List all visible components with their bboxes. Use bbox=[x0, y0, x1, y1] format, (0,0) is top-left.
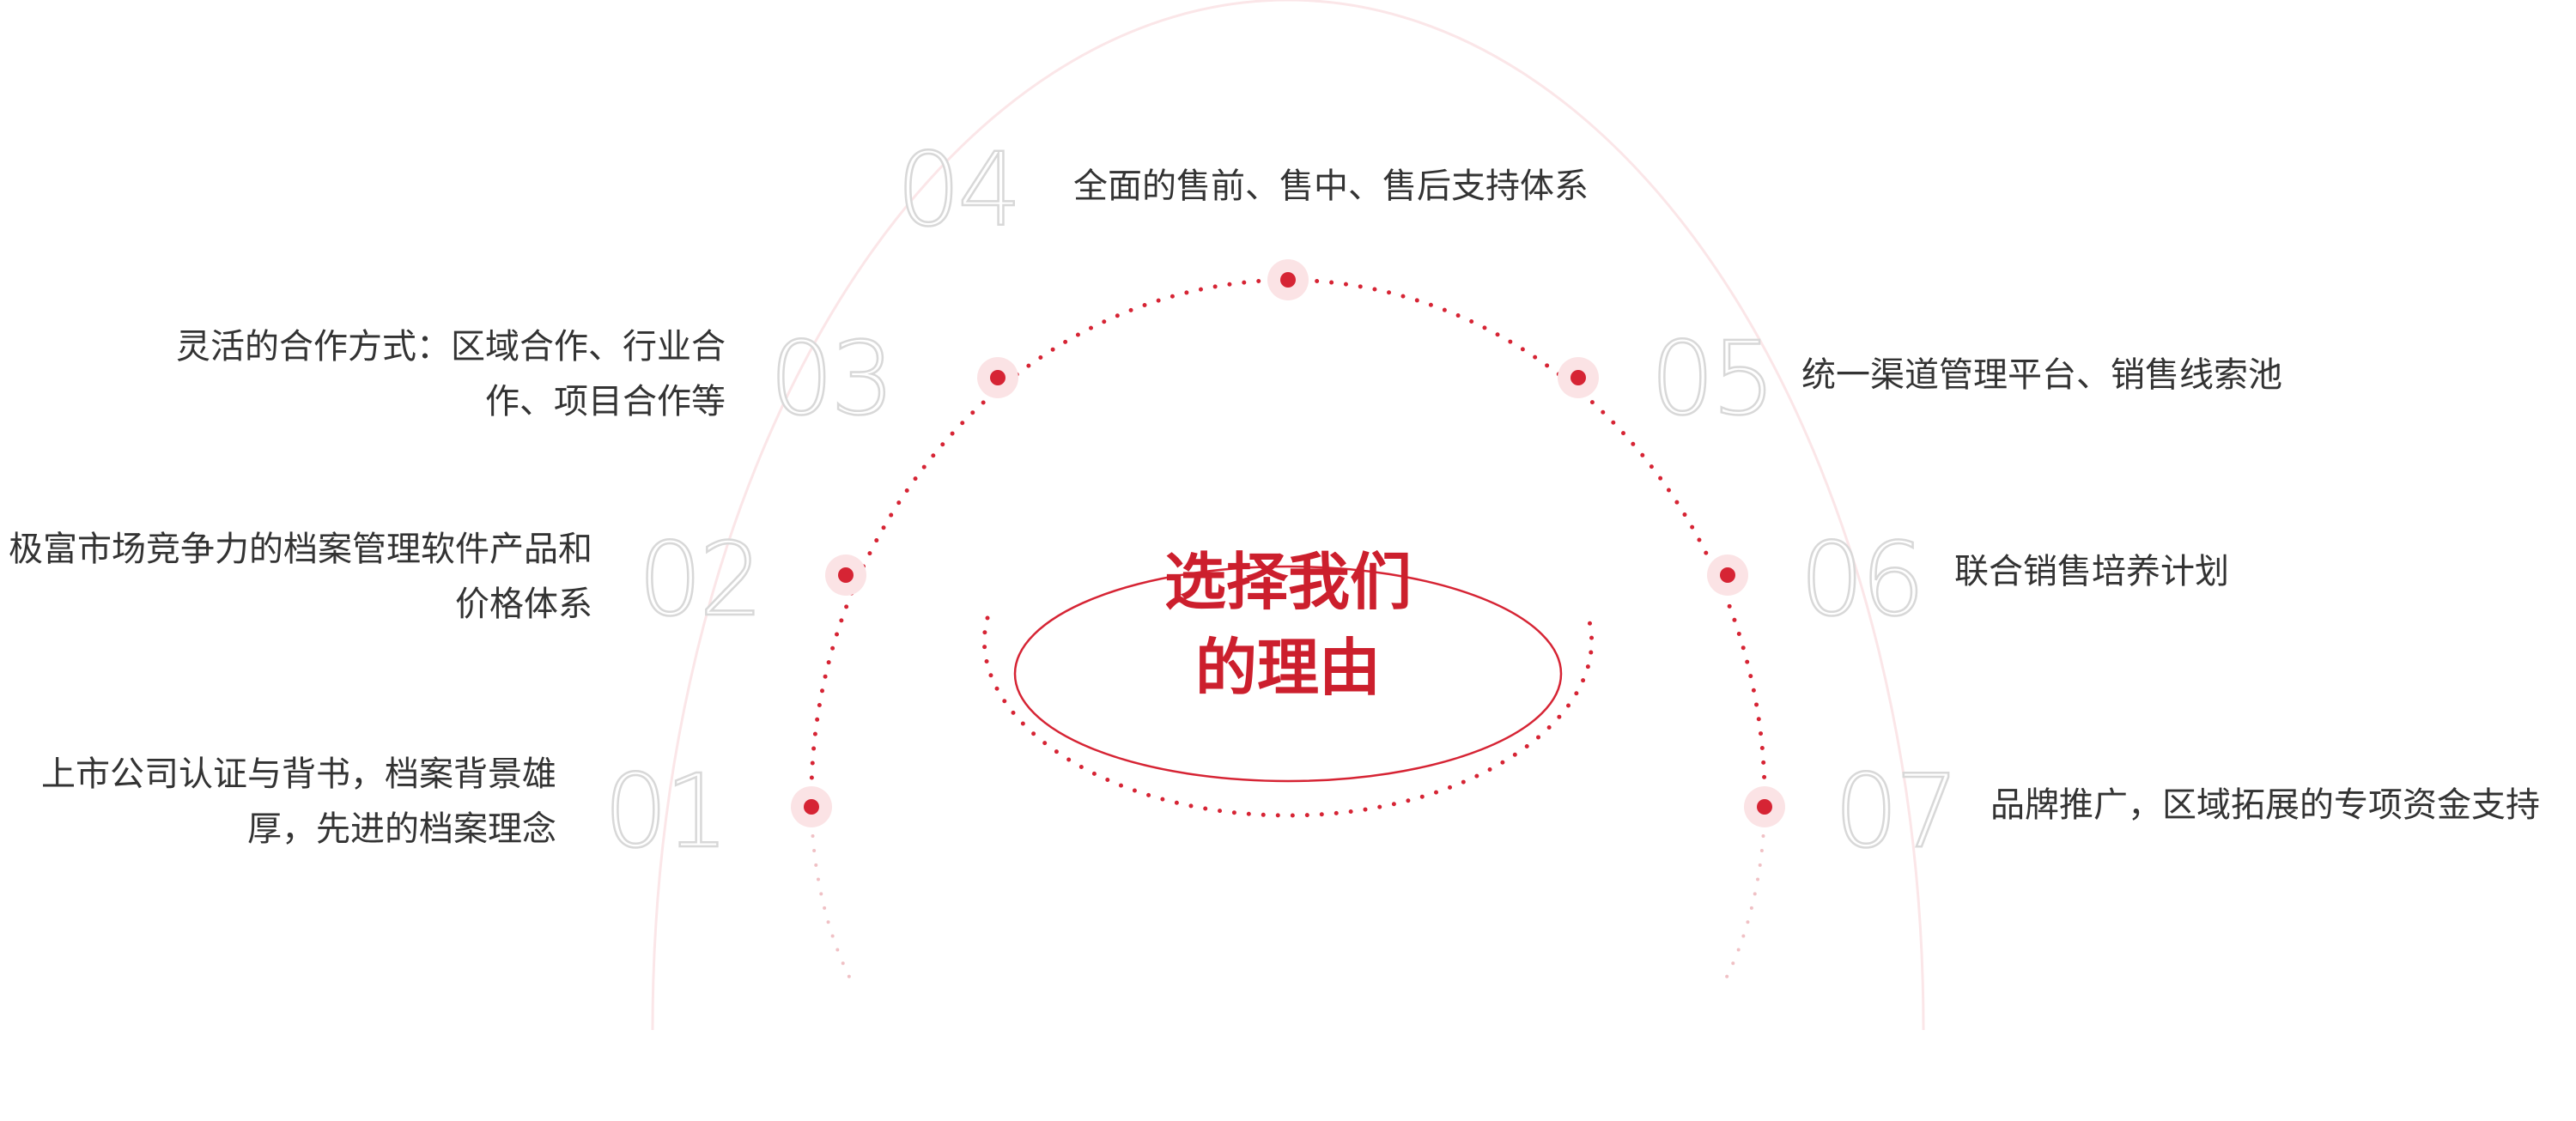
reason-number-05: 05 bbox=[1650, 319, 1772, 438]
node-marker-06 bbox=[1707, 554, 1748, 596]
reason-number-04: 04 bbox=[896, 130, 1018, 249]
dotted-arc-tail-left bbox=[810, 805, 852, 980]
center-ellipse bbox=[1013, 565, 1563, 783]
center-title: 选择我们 的理由 bbox=[1116, 539, 1460, 711]
reason-number-06: 06 bbox=[1800, 520, 1922, 639]
outer-faint-arc bbox=[651, 0, 1925, 1031]
node-marker-03 bbox=[977, 357, 1018, 398]
node-marker-02 bbox=[825, 554, 866, 596]
reason-number-03: 03 bbox=[769, 319, 891, 438]
node-marker-01 bbox=[791, 786, 832, 827]
reason-number-02: 02 bbox=[638, 520, 760, 639]
reason-text-03: 灵活的合作方式：区域合作、行业合作、项目合作等 bbox=[176, 327, 726, 421]
reason-text-04: 全面的售前、售中、售后支持体系 bbox=[1073, 167, 1589, 206]
reason-text-02: 极富市场竞争力的档案管理软件产品和价格体系 bbox=[9, 530, 592, 624]
reason-text-07: 品牌推广，区域拓展的专项资金支持 bbox=[1990, 785, 2540, 825]
node-marker-04 bbox=[1267, 259, 1309, 300]
node-marker-07 bbox=[1744, 786, 1785, 827]
reason-text-05: 统一渠道管理平台、销售线索池 bbox=[1801, 355, 2282, 395]
center-title-line1: 选择我们 bbox=[1163, 546, 1412, 618]
dotted-arc-tail-right bbox=[1724, 805, 1766, 980]
node-marker-05 bbox=[1558, 357, 1599, 398]
reason-number-01: 01 bbox=[604, 752, 726, 870]
reason-text-06: 联合销售培养计划 bbox=[1954, 552, 2229, 591]
center-title-line2: 的理由 bbox=[1194, 632, 1381, 704]
reason-number-07: 07 bbox=[1834, 752, 1956, 870]
reason-text-01: 上市公司认证与背书，档案背景雄厚，先进的档案理念 bbox=[41, 754, 556, 849]
